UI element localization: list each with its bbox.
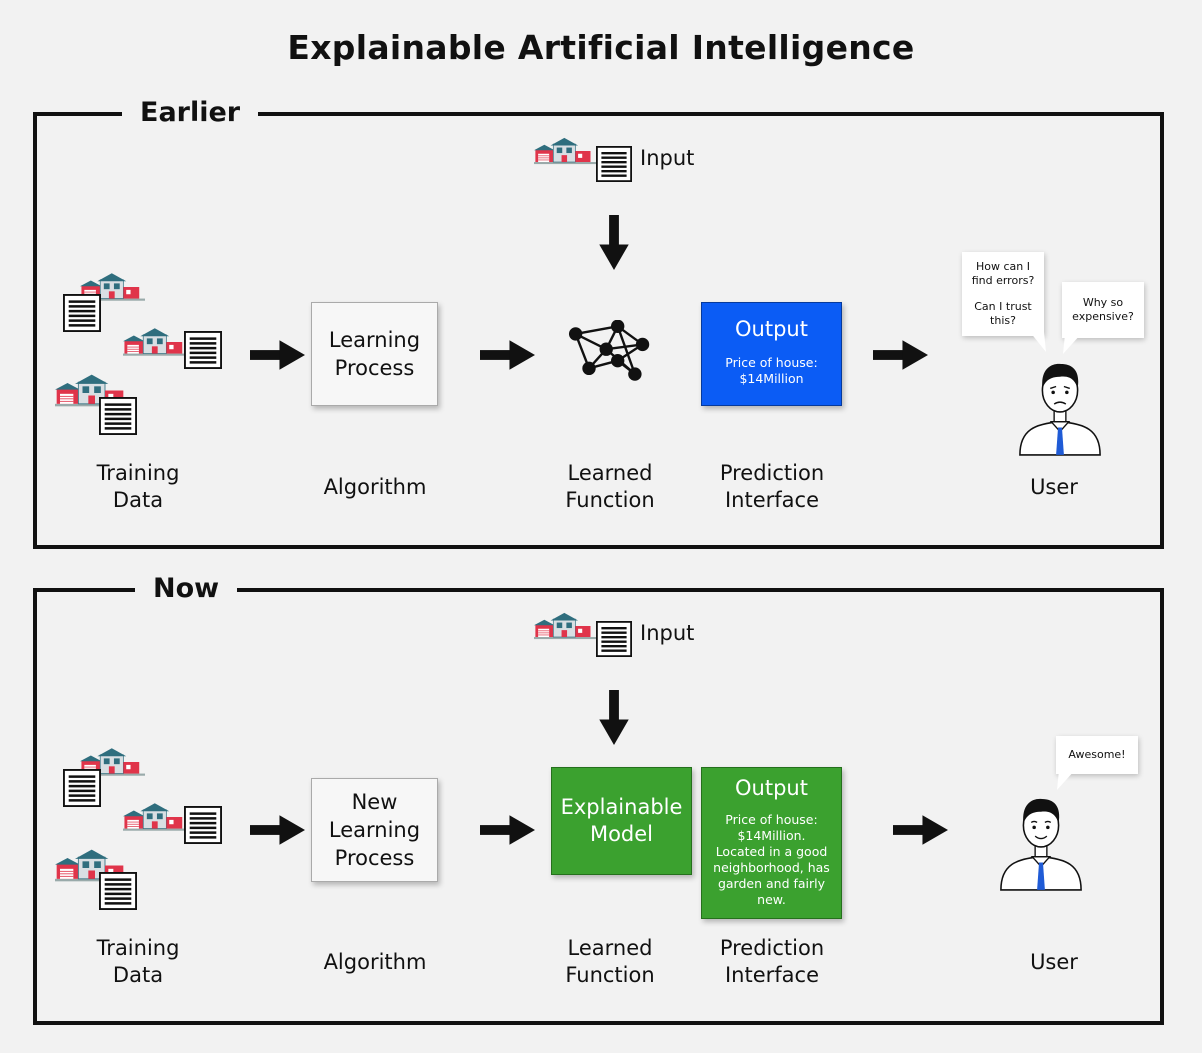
now-panel [33,588,1164,1025]
bubble-tail [1063,334,1081,354]
user-avatar-icon [1000,798,1082,891]
arrow-right-icon [250,340,305,370]
house-icon [123,327,188,357]
output-box: Output Price of house:$14Million [701,302,842,406]
document-icon [184,805,222,845]
house-icon [123,802,188,832]
output-box: Output Price of house:$14Million. Locate… [701,767,842,919]
document-icon [63,293,101,333]
input-label: Input [640,621,695,645]
house-icon [534,612,596,640]
arrow-right-icon [480,340,535,370]
document-icon [99,396,137,436]
arrow-right-icon [873,340,928,370]
page-title: Explainable Artificial Intelligence [287,28,915,67]
house-icon [534,137,596,165]
bubble-tail [1057,770,1075,790]
user-label: User [1030,950,1078,974]
speech-bubble-awesome: Awesome! [1056,736,1138,774]
output-title: Output [735,317,808,341]
earlier-panel [33,112,1164,549]
algorithm-label: Algorithm [323,950,427,974]
document-icon [184,330,222,370]
arrow-right-icon [893,815,948,845]
neural-network-icon [568,320,651,382]
user-avatar-icon [1019,363,1101,456]
document-icon [596,620,632,658]
output-text: Price of house:$14Million [725,355,818,386]
algorithm-label: Algorithm [323,475,427,499]
document-icon [596,145,632,183]
arrow-right-icon [480,815,535,845]
user-label: User [1030,475,1078,499]
arrow-right-icon [250,815,305,845]
document-icon [99,871,137,911]
earlier-panel-label: Earlier [122,97,259,128]
document-icon [63,768,101,808]
output-text: Price of house:$14Million. Located in a … [713,812,830,907]
arrow-down-icon [599,215,629,270]
input-label: Input [640,146,695,170]
bubble-tail [1030,332,1046,352]
arrow-down-icon [599,690,629,745]
now-panel-label: Now [135,573,238,604]
output-title: Output [735,776,808,800]
